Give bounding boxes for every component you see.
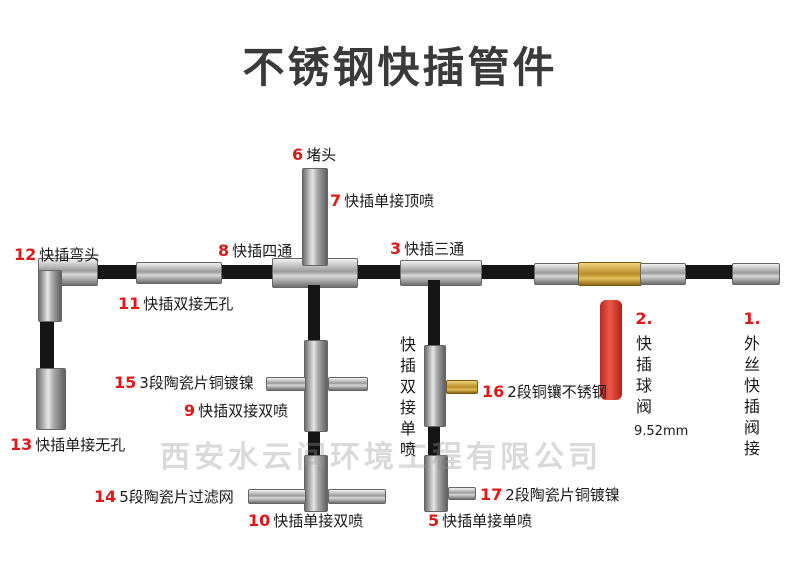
three-way-fitting	[400, 260, 482, 286]
nozzle-17	[448, 487, 476, 500]
valve-right-connector	[640, 263, 686, 285]
watermark: 西安水云间环境工程有限公司	[160, 440, 602, 475]
single-no-hole-fitting	[36, 368, 66, 430]
male-thread-connector	[732, 263, 780, 285]
nozzle-15-right	[328, 377, 368, 391]
double-double-fitting	[304, 340, 328, 432]
ball-valve-body	[578, 262, 642, 286]
elbow-fitting-down	[38, 270, 62, 322]
ball-valve-size: 9.52mm	[634, 424, 689, 439]
four-way-up	[302, 168, 328, 266]
page-title: 不锈钢快插管件	[242, 43, 558, 92]
single-single-fitting	[424, 455, 448, 512]
nozzle-16	[446, 380, 478, 394]
double-no-hole-fitting	[136, 262, 222, 284]
nozzle-14-right	[328, 489, 386, 504]
male-thread-text: 外丝快插阀接	[743, 334, 760, 458]
label-ball-valve: 2. 快插球阀 9.52mm	[634, 308, 689, 442]
nozzle-15-left	[266, 377, 306, 391]
label-double-single-vertical: 快插双接单喷	[399, 335, 416, 459]
single-double-fitting	[304, 455, 328, 512]
ball-valve-text: 快插球阀	[635, 334, 652, 416]
label-male-thread: 1. 外丝快插阀接	[743, 309, 761, 458]
double-single-fitting	[424, 345, 446, 427]
ball-valve-handle	[600, 300, 622, 400]
valve-left-connector	[534, 263, 580, 285]
nozzle-14-left	[248, 489, 306, 504]
